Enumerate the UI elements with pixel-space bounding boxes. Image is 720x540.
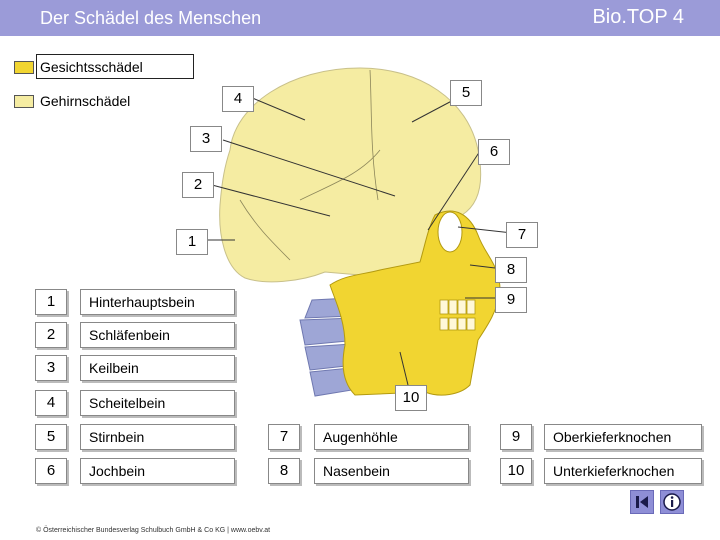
marker-2: 2 bbox=[182, 172, 214, 198]
marker-4: 4 bbox=[222, 86, 254, 112]
legend-highlight-box bbox=[36, 54, 194, 79]
table-row: Schläfenbein bbox=[80, 322, 235, 348]
table-label-1: Hinterhauptsbein bbox=[89, 294, 195, 310]
marker-6: 6 bbox=[478, 139, 510, 165]
table-num-7: 7 bbox=[268, 424, 300, 450]
info-icon bbox=[663, 493, 681, 511]
marker-8: 8 bbox=[495, 257, 527, 283]
table-label-4: Scheitelbein bbox=[89, 395, 166, 411]
table-row: Unterkieferknochen bbox=[544, 458, 702, 484]
marker-7: 7 bbox=[506, 222, 538, 248]
table-row: Oberkieferknochen bbox=[544, 424, 702, 450]
marker-9: 9 bbox=[495, 287, 527, 313]
table-row: Scheitelbein bbox=[80, 390, 235, 416]
teeth bbox=[439, 299, 476, 331]
table-row: Hinterhauptsbein bbox=[80, 289, 235, 315]
legend-swatch-brain bbox=[14, 95, 34, 108]
table-label-9: Oberkieferknochen bbox=[553, 429, 672, 445]
legend-swatch-face bbox=[14, 61, 34, 74]
table-num-5: 5 bbox=[35, 424, 67, 450]
brand-label: Bio.TOP 4 bbox=[592, 6, 684, 28]
orbit bbox=[437, 211, 463, 253]
table-label-8: Nasenbein bbox=[323, 463, 390, 479]
table-label-2: Schläfenbein bbox=[89, 327, 170, 343]
table-num-6: 6 bbox=[35, 458, 67, 484]
table-row: Stirnbein bbox=[80, 424, 235, 450]
table-row: Nasenbein bbox=[314, 458, 469, 484]
table-label-5: Stirnbein bbox=[89, 429, 145, 445]
table-num-2: 2 bbox=[35, 322, 67, 348]
table-label-3: Keilbein bbox=[89, 360, 139, 376]
back-button[interactable] bbox=[630, 490, 654, 514]
table-label-10: Unterkieferknochen bbox=[553, 463, 675, 479]
table-row: Augenhöhle bbox=[314, 424, 469, 450]
page-title: Der Schädel des Menschen bbox=[40, 8, 262, 28]
table-row: Jochbein bbox=[80, 458, 235, 484]
info-button[interactable] bbox=[660, 490, 684, 514]
header-bar: Der Schädel des Menschen Bio.TOP 4 bbox=[0, 0, 720, 36]
leader-lines bbox=[205, 94, 513, 386]
table-num-3: 3 bbox=[35, 355, 67, 381]
legend-label-face: Gesichtsschädel bbox=[40, 59, 143, 75]
sutures bbox=[239, 69, 381, 261]
table-label-7: Augenhöhle bbox=[323, 429, 398, 445]
table-num-10: 10 bbox=[500, 458, 532, 484]
marker-5: 5 bbox=[450, 80, 482, 106]
copyright-text: © Österreichischer Bundesverlag Schulbuc… bbox=[36, 527, 271, 534]
marker-10: 10 bbox=[395, 385, 427, 411]
marker-1: 1 bbox=[176, 229, 208, 255]
legend-label-brain: Gehirnschädel bbox=[40, 93, 131, 109]
table-num-1: 1 bbox=[35, 289, 67, 315]
table-num-9: 9 bbox=[500, 424, 532, 450]
back-icon bbox=[636, 496, 648, 508]
table-num-4: 4 bbox=[35, 390, 67, 416]
marker-3: 3 bbox=[190, 126, 222, 152]
table-num-8: 8 bbox=[268, 458, 300, 484]
table-label-6: Jochbein bbox=[89, 463, 146, 479]
table-row: Keilbein bbox=[80, 355, 235, 381]
